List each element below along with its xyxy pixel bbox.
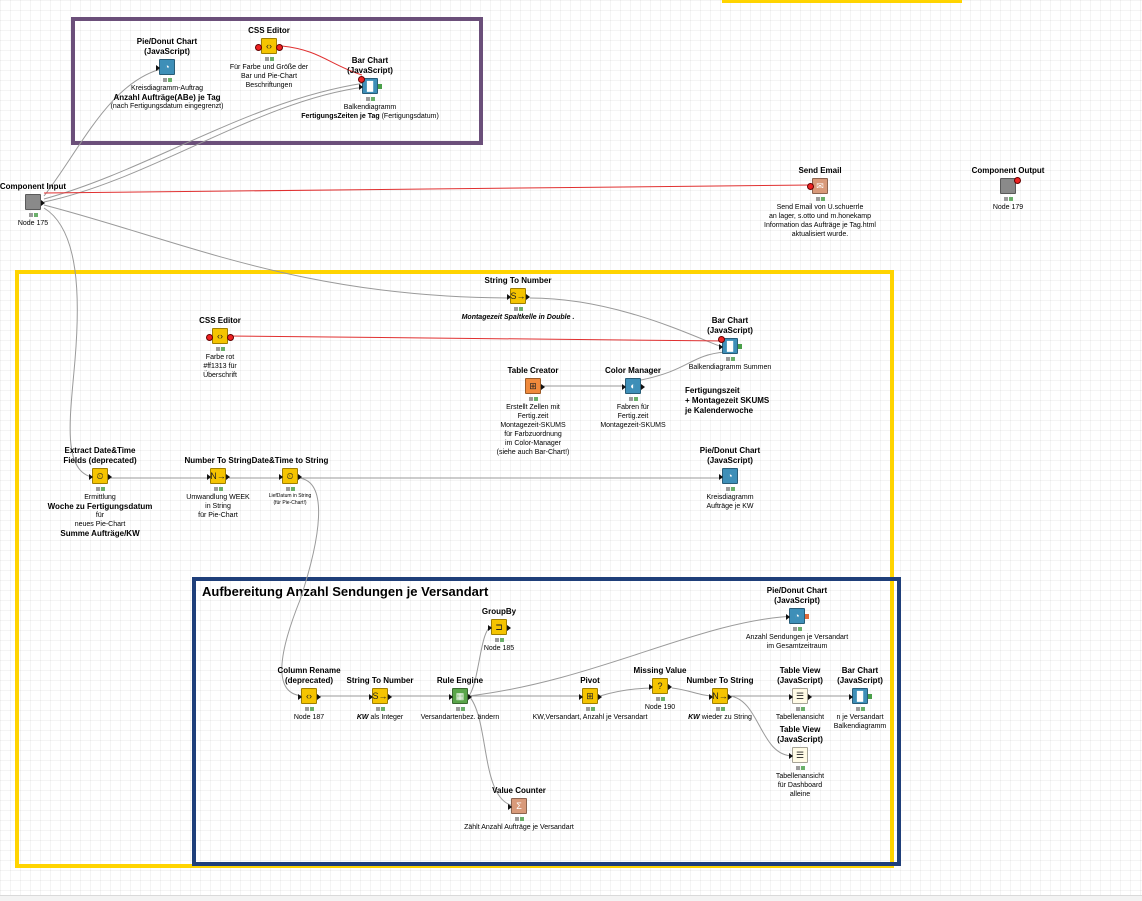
node-string-to-number-low[interactable]: String To Number S→ KW als Integer: [346, 676, 414, 721]
node-string-to-number-top[interactable]: String To Number S→ Montagezeit Spaltkel…: [461, 276, 575, 321]
node-component-input[interactable]: Component Input Node 175: [0, 182, 67, 227]
node-status: [813, 197, 827, 201]
node-status: [363, 97, 377, 101]
color-note: Fertigungszeit + Montagezeit SKUMS je Ka…: [685, 386, 770, 415]
node-css-editor-top[interactable]: CSS Editor ‹› Für Farbe und Größe der Ba…: [229, 26, 309, 89]
pie-chart-icon[interactable]: ◔: [719, 468, 738, 484]
node-status: [211, 487, 225, 491]
bar-chart-icon[interactable]: ▐▌: [358, 76, 382, 94]
node-table-view-1[interactable]: Table View (JavaScript) ☰ Tabellenansich…: [775, 666, 825, 721]
node-pie-chart-top[interactable]: Pie/Donut Chart (JavaScript) ◔ Kreisdiag…: [110, 37, 224, 110]
pivot-icon[interactable]: ⊞: [579, 688, 602, 704]
node-table-view-2[interactable]: Table View (JavaScript) ☰ Tabellenansich…: [775, 725, 825, 798]
question-icon[interactable]: ?: [649, 678, 672, 694]
rename-icon[interactable]: ‹›: [298, 688, 321, 704]
node-status: [26, 213, 40, 217]
color-palette-icon[interactable]: ◐: [622, 378, 645, 394]
node-color-manager[interactable]: Color Manager ◐ Fabren für Fertig.zeit M…: [600, 366, 666, 429]
node-bar-chart-low[interactable]: Bar Chart (JavaScript) ▐▌ n je Versandar…: [833, 666, 887, 730]
string-to-number-icon[interactable]: S→: [369, 688, 392, 704]
clock-icon[interactable]: ⏲: [89, 468, 112, 484]
node-status: [160, 78, 174, 82]
editor-top-accent: [722, 0, 962, 3]
clock-icon[interactable]: ⏲: [279, 468, 302, 484]
annotation-versandart-blue[interactable]: Aufbereitung Anzahl Sendungen je Versand…: [192, 577, 901, 866]
canvas-horizontal-scrollbar[interactable]: [0, 895, 1142, 901]
node-status: [302, 707, 316, 711]
number-to-string-icon[interactable]: N→: [709, 688, 732, 704]
table-view-icon[interactable]: ☰: [789, 747, 808, 763]
component-input-icon[interactable]: [25, 194, 45, 210]
node-groupby[interactable]: GroupBy ⊐ Node 185: [481, 607, 517, 652]
node-send-email[interactable]: Send Email ✉ Send Email von U.schuerrle …: [764, 166, 876, 238]
node-status: [723, 357, 737, 361]
node-status: [583, 707, 597, 711]
node-table-creator[interactable]: Table Creator ⊞ Erstellt Zellen mit Fert…: [496, 366, 570, 456]
bar-chart-icon[interactable]: ▐▌: [718, 336, 742, 354]
pie-chart-icon[interactable]: ◔: [156, 59, 175, 75]
code-editor-icon[interactable]: ‹›: [206, 328, 234, 344]
node-component-output[interactable]: Component Output Node 179: [971, 166, 1045, 211]
node-number-to-string-low[interactable]: Number To String N→ KW wieder zu String: [686, 676, 754, 721]
node-pie-chart-mid[interactable]: Pie/Donut Chart (JavaScript) ◔ Kreisdiag…: [699, 446, 761, 510]
node-bar-chart-mid[interactable]: Bar Chart (JavaScript) ▐▌ Balkendiagramm…: [688, 316, 772, 371]
rule-icon[interactable]: ▦: [449, 688, 472, 704]
table-view-icon[interactable]: ☰: [789, 688, 812, 704]
node-status: [93, 487, 107, 491]
node-status: [213, 347, 227, 351]
component-output-icon[interactable]: [1000, 177, 1021, 194]
node-number-to-string-mid[interactable]: Number To String N→ Umwandlung WEEK in S…: [184, 456, 252, 519]
annotation-title: Aufbereitung Anzahl Sendungen je Versand…: [202, 584, 489, 599]
node-status: [512, 817, 526, 821]
number-to-string-icon[interactable]: N→: [207, 468, 230, 484]
counter-icon[interactable]: Σ: [508, 798, 527, 814]
node-pivot[interactable]: Pivot ⊞ KW,Versandart, Anzahl je Versand…: [532, 676, 648, 721]
node-status: [790, 627, 804, 631]
node-missing-value[interactable]: Missing Value ? Node 190: [633, 666, 687, 711]
node-status: [793, 707, 807, 711]
node-status: [793, 766, 807, 770]
string-to-number-icon[interactable]: S→: [507, 288, 530, 304]
node-status: [492, 638, 506, 642]
code-editor-icon[interactable]: ‹›: [255, 38, 283, 54]
node-status: [511, 307, 525, 311]
node-value-counter[interactable]: Value Counter Σ Zählt Anzahl Aufträge je…: [464, 786, 574, 831]
email-icon[interactable]: ✉: [807, 178, 828, 194]
node-status: [853, 707, 867, 711]
node-column-rename[interactable]: Column Rename (deprecated) ‹› Node 187: [277, 666, 341, 721]
flow-variable-connection: [43, 184, 813, 194]
node-bar-chart-top[interactable]: Bar Chart (JavaScript) ▐▌ Balkendiagramm…: [301, 56, 439, 120]
node-date-to-string[interactable]: Date&Time to String ⏲ LiefDatum in Strin…: [251, 456, 329, 506]
table-icon[interactable]: ⊞: [525, 378, 545, 394]
node-status: [723, 487, 737, 491]
node-status: [713, 707, 727, 711]
node-status: [626, 397, 640, 401]
node-status: [262, 57, 276, 61]
node-status: [1001, 197, 1015, 201]
node-status: [453, 707, 467, 711]
groupby-icon[interactable]: ⊐: [488, 619, 511, 635]
node-status: [283, 487, 297, 491]
node-pie-chart-low[interactable]: Pie/Donut Chart (JavaScript) ◔ Anzahl Se…: [745, 586, 849, 650]
bar-chart-icon[interactable]: ▐▌: [849, 688, 872, 704]
pie-chart-icon[interactable]: ◔: [786, 608, 809, 624]
node-status: [373, 707, 387, 711]
node-status: [526, 397, 540, 401]
node-status: [653, 697, 667, 701]
node-extract-date[interactable]: Extract Date&Time Fields (deprecated) ⏲ …: [47, 446, 153, 538]
node-rule-engine[interactable]: Rule Engine ▦ Versandartenbez. ändern: [420, 676, 500, 721]
node-css-editor-mid[interactable]: CSS Editor ‹› Farbe rot #ff1313 für Über…: [199, 316, 241, 379]
